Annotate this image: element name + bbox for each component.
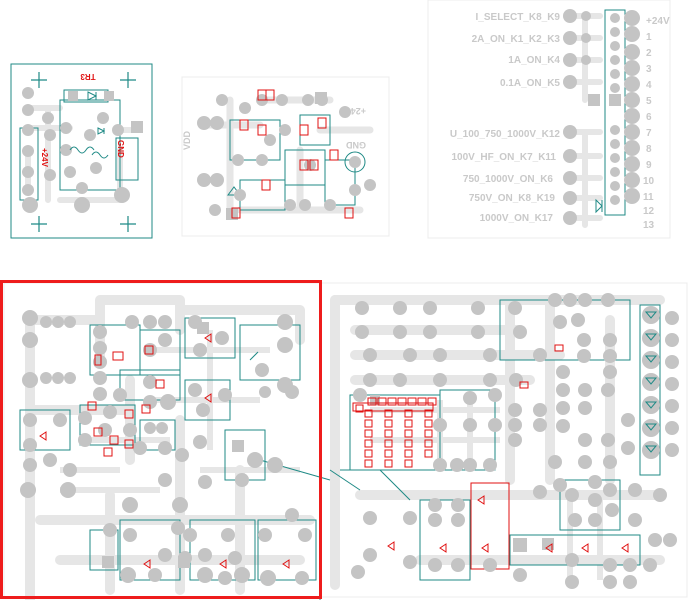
pin-number-4: 4 [646, 80, 652, 91]
pin-number-6: 6 [646, 112, 652, 123]
pin-number-3: 3 [646, 64, 652, 75]
transformer-pads [22, 87, 143, 213]
selection-highlight-box [0, 280, 322, 599]
selector-label-5: 100V_HF_ON_K7_K11 [451, 152, 556, 163]
supply-right-label: GND [346, 140, 367, 150]
selector-label-8: 1000V_ON_K17 [480, 213, 554, 224]
selector-label-3: 0.1A_ON_K5 [500, 78, 560, 89]
supply-board: +24V VDD GND [181, 76, 390, 237]
pin-number-2: 2 [646, 48, 652, 59]
pin-number-9: 9 [646, 160, 652, 171]
pin-number-0: +24V [646, 16, 670, 27]
selector-label-6: 750_1000V_ON_K6 [463, 174, 554, 185]
transformer-board: TR3 [10, 63, 153, 239]
selector-label-1: 2A_ON_K1_K2_K3 [472, 34, 561, 45]
main-board-left-components [39, 333, 290, 569]
main-board-left-pads [20, 310, 312, 586]
supply-left-label: VDD [182, 130, 192, 150]
selector-label-7: 750V_ON_K8_K19 [469, 193, 556, 204]
connector-header [588, 9, 640, 216]
pin-number-13: 13 [643, 220, 655, 231]
selector-label-2: 1A_ON_K4 [508, 55, 560, 66]
supply-top-right-label: +24V [345, 106, 366, 116]
svg-text:GND: GND [116, 140, 125, 158]
transformer-ref-label: TR3 [80, 72, 96, 81]
main-board-right-pads [351, 293, 677, 589]
pin-number-11: 11 [643, 192, 654, 203]
selector-label-pads [563, 9, 591, 225]
pin-number-1: 1 [646, 32, 652, 43]
selector-board: I_SELECT_K8_K9 2A_ON_K1_K2_K3 1A_ON_K4 0… [427, 0, 671, 239]
selector-left-labels: I_SELECT_K8_K9 2A_ON_K1_K2_K3 1A_ON_K4 0… [450, 12, 561, 224]
selector-label-4: U_100_750_1000V_K12 [450, 129, 561, 140]
mounting-hole-marks [31, 72, 136, 232]
main-board-right-components [352, 344, 629, 553]
selector-pin-numbers: +24V 1 2 3 4 5 6 7 8 9 10 11 12 13 [643, 16, 670, 231]
svg-text:+24V: +24V [40, 148, 49, 168]
supply-pads [197, 92, 376, 220]
pin-number-12: 12 [643, 206, 655, 217]
pin-number-10: 10 [643, 176, 655, 187]
selector-label-0: I_SELECT_K8_K9 [476, 12, 561, 23]
pin-number-8: 8 [646, 144, 652, 155]
right-edge-terminals [642, 306, 679, 459]
pin-number-7: 7 [646, 128, 652, 139]
pin-number-5: 5 [646, 96, 652, 107]
main-board [3, 282, 688, 600]
